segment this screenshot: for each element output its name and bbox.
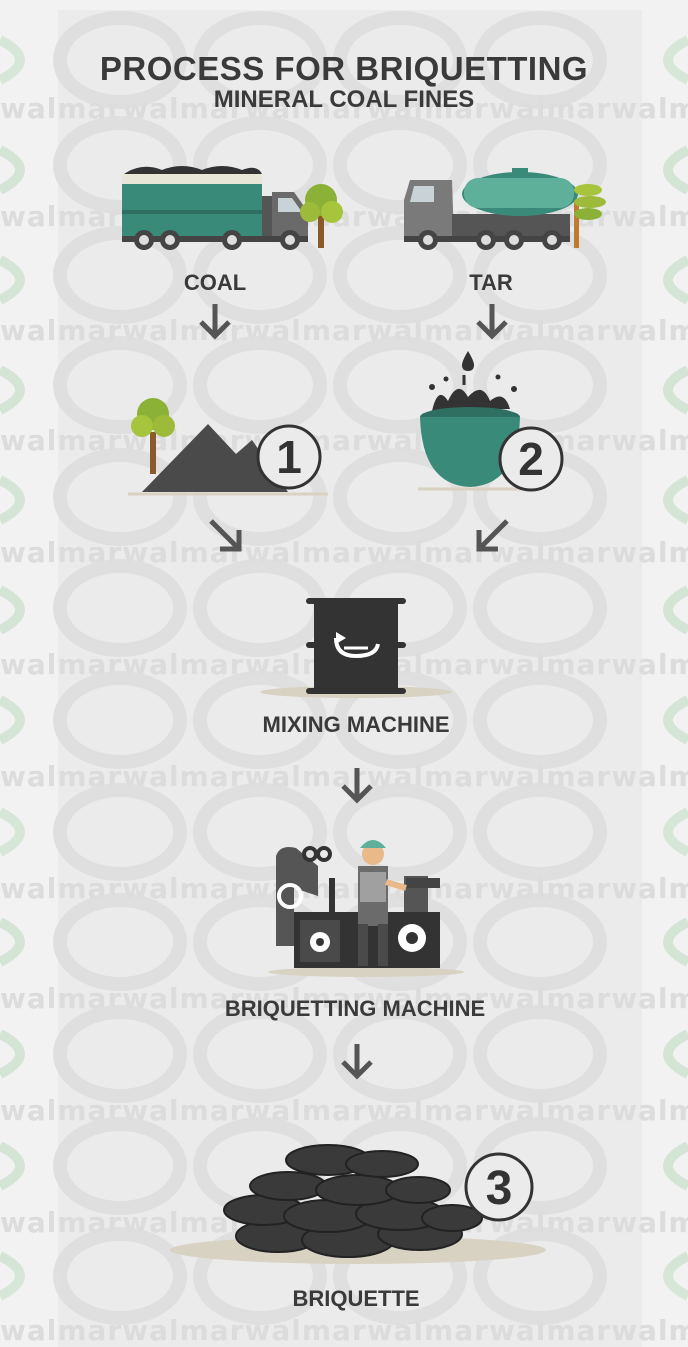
coal-truck-icon (122, 160, 352, 250)
briquette-label: BRIQUETTE (256, 1286, 456, 1312)
page-title: PROCESS FOR BRIQUETTING (0, 50, 688, 88)
step-number-badge: 2 (496, 424, 566, 494)
arrow-down-icon (198, 304, 232, 340)
arrow-down-icon (340, 768, 374, 804)
mixing-machine-label: MIXING MACHINE (176, 712, 536, 738)
coal-label: COAL (160, 270, 270, 296)
step-number-badge: 3 (462, 1150, 536, 1224)
page-subtitle: MINERAL COAL FINES (0, 86, 688, 114)
briquetting-machine-label: BRIQUETTING MACHINE (150, 996, 560, 1022)
briquetting-machine-icon (266, 826, 466, 976)
tar-tanker-icon (404, 160, 614, 250)
arrow-down-right-icon (208, 518, 244, 554)
arrow-down-left-icon (474, 518, 510, 554)
tar-label: TAR (436, 270, 546, 296)
step-2-number: 2 (518, 433, 544, 485)
step-number-badge: 1 (254, 422, 324, 492)
step-3-number: 3 (486, 1162, 513, 1215)
arrow-down-icon (475, 304, 509, 340)
mixing-drum-icon (256, 596, 456, 700)
arrow-down-icon (340, 1044, 374, 1080)
step-1-number: 1 (276, 431, 302, 483)
